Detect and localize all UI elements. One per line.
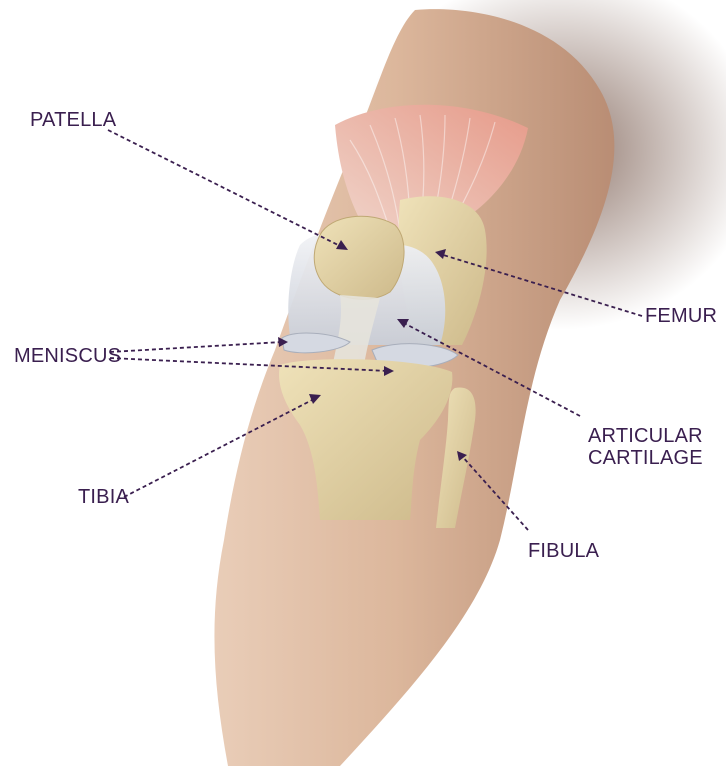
label-articular-line2: CARTILAGE (588, 447, 703, 469)
label-articular-cartilage: ARTICULAR CARTILAGE (588, 425, 703, 469)
leader-patella (108, 130, 342, 247)
leader-meniscus-1 (110, 342, 282, 352)
label-articular-line1: ARTICULAR (588, 425, 703, 447)
label-tibia: TIBIA (78, 486, 129, 508)
label-fibula: FIBULA (528, 540, 599, 562)
label-femur: FEMUR (645, 305, 717, 327)
label-patella: PATELLA (30, 109, 116, 131)
patella-bone (314, 216, 404, 299)
label-meniscus: MENISCUS (14, 345, 121, 367)
